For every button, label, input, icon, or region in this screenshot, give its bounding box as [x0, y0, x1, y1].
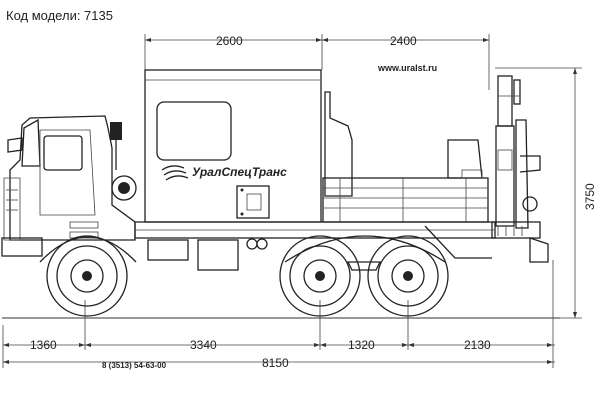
- dim-wheelbase-front: 3340: [190, 338, 217, 352]
- logo-text: УралСпецТранс: [192, 165, 287, 179]
- website-label: www.uralst.ru: [377, 63, 437, 73]
- top-dimension-lines: [144, 34, 490, 90]
- model-code-label: Код модели: 7135: [6, 8, 113, 23]
- dim-top-right: 2400: [390, 34, 417, 48]
- dim-total-length: 8150: [262, 356, 289, 370]
- rear-suspension: [346, 261, 382, 271]
- dim-height: 3750: [583, 183, 597, 210]
- front-wheel: [46, 235, 128, 317]
- truck-cab: [1, 115, 137, 263]
- box-body: [144, 69, 353, 223]
- dim-rear-overhang: 2130: [464, 338, 491, 352]
- phone-label: 8 (3513) 54-63-00: [102, 361, 167, 370]
- dim-top-left: 2600: [216, 34, 243, 48]
- logo-mark-icon: [161, 165, 189, 181]
- loader-crane: [491, 75, 549, 263]
- bottom-dimension-lines: [2, 260, 555, 368]
- dim-wheelbase-rear: 1320: [348, 338, 375, 352]
- cargo-platform: [322, 139, 489, 223]
- middle-wheel: [279, 235, 361, 317]
- rear-wheel: [367, 235, 449, 317]
- exhaust-cap-icon: [110, 122, 122, 140]
- dim-front-overhang: 1360: [30, 338, 57, 352]
- height-dimension-line: [495, 67, 582, 319]
